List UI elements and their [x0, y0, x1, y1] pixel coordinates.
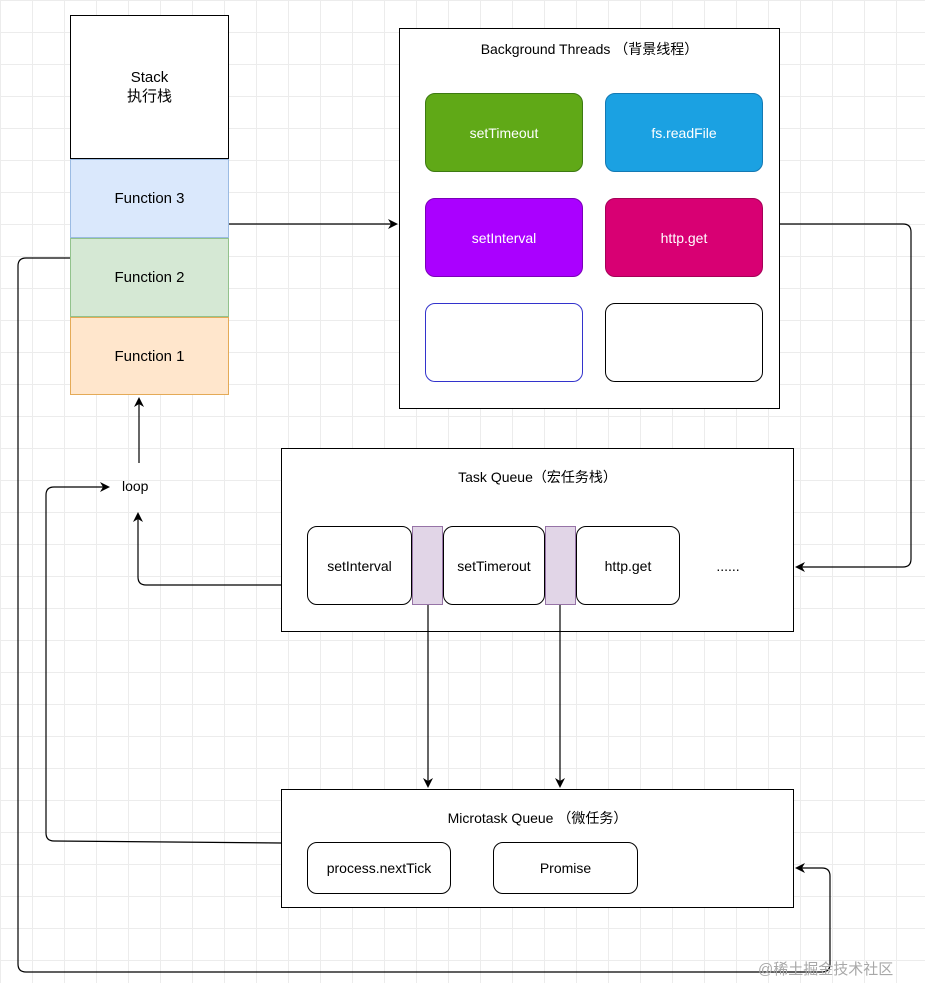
queue-separator	[545, 526, 576, 605]
stack-frame-function-2[interactable]: Function 2	[70, 238, 229, 317]
stack-frame-function-3[interactable]: Function 3	[70, 159, 229, 238]
arrow-background-to-task-queue	[780, 223, 912, 572]
background-threads-title: Background Threads （背景线程）	[480, 41, 699, 57]
tile-fs-readfile[interactable]: fs.readFile	[605, 93, 763, 172]
task-item-settimerout[interactable]: setTimerout	[443, 526, 545, 605]
stack-subtitle: 执行栈	[126, 88, 172, 105]
microtask-item-process-nexttick[interactable]: process.nextTick	[307, 842, 451, 894]
stack-frame-function-1[interactable]: Function 1	[70, 317, 229, 395]
task-item-http-get[interactable]: http.get	[576, 526, 680, 605]
stack-title: Stack	[130, 69, 169, 86]
task-queue-title: Task Queue（宏任务栈）	[458, 469, 617, 485]
arrow-stack-to-microtask	[17, 257, 831, 973]
task-item-setinterval[interactable]: setInterval	[307, 526, 412, 605]
tile-empty-2	[605, 303, 763, 382]
microtask-queue-title: Microtask Queue （微任务）	[447, 810, 628, 826]
task-item-ellipsis: ......	[716, 558, 740, 574]
tile-empty-1	[425, 303, 583, 382]
arrow-task-queue-to-loop	[133, 512, 281, 586]
arrow-microtask-to-loop	[45, 482, 282, 844]
microtask-item-promise[interactable]: Promise	[493, 842, 638, 894]
stack-header: Stack 执行栈	[70, 15, 229, 159]
tile-setinterval[interactable]: setInterval	[425, 198, 583, 277]
watermark: @稀土掘金技术社区	[758, 961, 894, 978]
tile-settimeout[interactable]: setTimeout	[425, 93, 583, 172]
loop-label: loop	[122, 478, 149, 494]
queue-separator	[412, 526, 443, 605]
tile-http-get[interactable]: http.get	[605, 198, 763, 277]
